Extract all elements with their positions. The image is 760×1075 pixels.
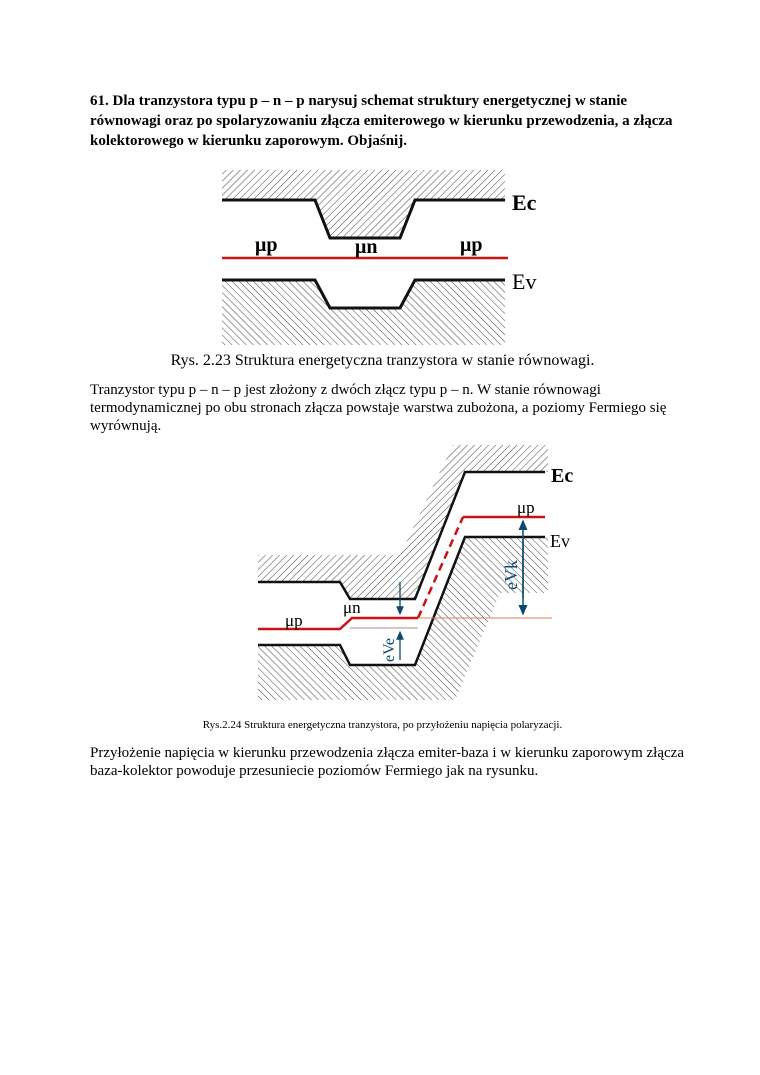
paragraph-biased: Przyłożenie napięcia w kierunku przewodz… bbox=[90, 745, 684, 779]
label-mu-p-left: μp bbox=[255, 234, 277, 256]
conduction-band-hatch bbox=[258, 445, 548, 599]
label-mu-n: μn bbox=[343, 598, 361, 617]
label-ev: Ev bbox=[512, 269, 536, 294]
valence-band-hatch bbox=[258, 537, 548, 700]
question-heading: 61. Dla tranzystora typu p – n – p narys… bbox=[90, 93, 673, 149]
paragraph-equilibrium: Tranzystor typu p – n – p jest złożony z… bbox=[90, 382, 667, 434]
figure2-caption: Rys.2.24 Struktura energetyczna tranzyst… bbox=[202, 719, 563, 731]
conduction-band-edge bbox=[222, 198, 505, 240]
valence-band-edge bbox=[258, 535, 545, 667]
label-ev: Ev bbox=[550, 531, 570, 551]
label-ec: Ec bbox=[512, 190, 537, 215]
conduction-band-hatch bbox=[222, 170, 505, 238]
label-ec: Ec bbox=[551, 465, 573, 487]
label-eve: eVe bbox=[381, 638, 398, 662]
fermi-level-transition bbox=[416, 516, 465, 619]
label-evk: eVk bbox=[501, 560, 521, 590]
label-mu-n: μn bbox=[355, 236, 377, 258]
figure-biased: μp μn μp Ec Ev eVe eVk bbox=[258, 445, 573, 700]
valence-band-hatch bbox=[222, 280, 505, 345]
figure-equilibrium: μp μn μp Ec Ev bbox=[222, 170, 537, 345]
label-mu-p-left: μp bbox=[285, 611, 303, 630]
fermi-level-left bbox=[258, 616, 418, 631]
valence-band-edge bbox=[222, 278, 505, 310]
label-mu-p-right: μp bbox=[460, 234, 482, 256]
figure1-caption: Rys. 2.23 Struktura energetyczna tranzys… bbox=[170, 352, 595, 369]
label-mu-p-right: μp bbox=[517, 498, 535, 517]
conduction-band-edge bbox=[258, 470, 545, 601]
